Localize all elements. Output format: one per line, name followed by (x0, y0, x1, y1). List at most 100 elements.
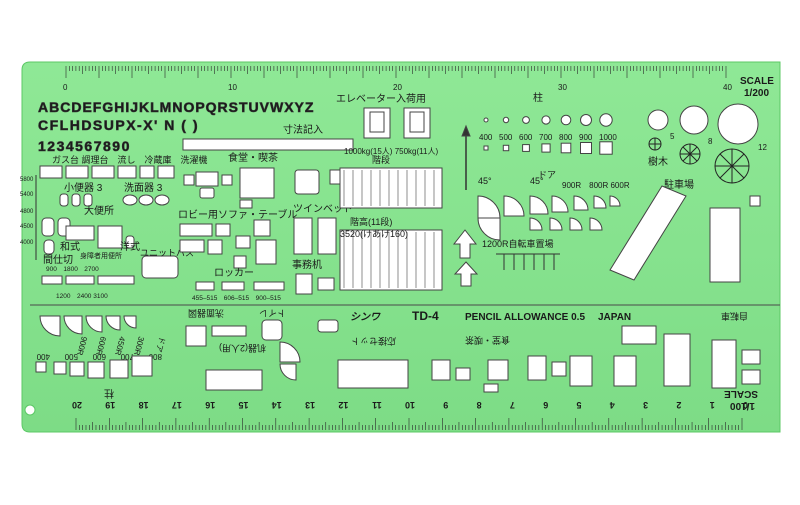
mirror-reception: 応接セット (351, 336, 396, 347)
bottom-scale-number: 17 (172, 400, 182, 410)
alphabet-stencil: ABCDEFGHIJKLMNOPQRSTUVWXYZ (38, 99, 314, 115)
sanitary-stencils (41, 193, 179, 279)
top-scale-label: SCALE (740, 76, 774, 87)
kitchen-stencils (39, 165, 175, 179)
dimension-label: 寸法記入 (283, 123, 323, 136)
pillar-size: 900 (579, 133, 593, 142)
bottom-scale-number: 12 (338, 400, 348, 410)
pillar-size: 600 (519, 133, 533, 142)
lobby-stencils (179, 217, 337, 269)
bottom-scale-number: 0 (743, 400, 748, 410)
brand-logo: シンワ (350, 312, 381, 323)
stair-height: 階高(11段) (350, 216, 392, 227)
top-scale-number: 0 (63, 83, 68, 92)
bottom-scale-number: 5 (576, 400, 581, 410)
hang-hole (24, 404, 36, 416)
door-label: ドア (538, 170, 556, 180)
bottom-scale-label: SCALE (724, 388, 758, 399)
locker-label: ロッカー (214, 267, 254, 279)
bottom-scale-ticks (75, 418, 743, 430)
tree-label: 樹木 (648, 155, 668, 168)
svg-text:5800: 5800 (20, 177, 34, 183)
dining-bottom-label: 食堂・喫茶 (465, 335, 510, 346)
pillar-size: 1000 (599, 133, 617, 142)
locker-dims: 455–515 606–515 900–515 (192, 295, 281, 302)
pillar-size: 500 (499, 133, 513, 142)
pillar-circle (580, 114, 592, 126)
bottom-stencils (35, 315, 761, 393)
western-label: 洋式 (120, 240, 140, 253)
digit-stencil: 1234567890 (38, 138, 131, 154)
bottom-pillar-size: 400 (36, 352, 50, 361)
pillar-size: 800 (559, 133, 573, 142)
bottom-pillar-size: 500 (64, 352, 78, 361)
parking-stencils (609, 185, 761, 283)
urinal-label: 小便器 3 (64, 181, 103, 194)
bicycle-label: 1200R自転車置場 (482, 238, 554, 249)
pillar-size: 700 (539, 133, 553, 142)
top-scale-number: 10 (228, 83, 237, 92)
washbasin-label: 洗面器 3 (124, 182, 163, 194)
partition-dims: 900 1800 2700 (46, 266, 99, 273)
top-scale-number: 40 (723, 83, 732, 92)
stairs-label: 階段 (372, 154, 390, 165)
top-scale-number: 30 (558, 83, 567, 92)
locker-stencils (195, 273, 335, 295)
bottom-scale-number: 18 (139, 400, 149, 410)
pillar-stencils (483, 113, 613, 155)
dining-label: 食堂・喫茶 (228, 151, 278, 164)
unitbath-label: ユニットバス (140, 248, 194, 258)
bottom-scale-number: 20 (72, 400, 82, 410)
partition-label: 間仕切 (43, 253, 73, 266)
toilet-label: 大便所 (84, 204, 114, 217)
sofa-label: ロビー用ソファ・テーブル (178, 208, 297, 221)
mirror-sanitary: 洗面器図 (188, 308, 224, 319)
top-scale-number: 20 (393, 83, 402, 92)
pillar-square (580, 142, 592, 154)
elevator-stencils (363, 107, 431, 139)
tree-size-12: 12 (758, 143, 767, 152)
bottom-scale-number: 19 (105, 400, 115, 410)
country-label: JAPAN (598, 312, 631, 323)
bottom-scale-number: 16 (205, 400, 215, 410)
mirror-office: 机器(2人用) (219, 343, 266, 354)
bottom-scale-number: 3 (643, 400, 648, 410)
pillar-label: 柱 (533, 91, 543, 104)
model-label: TD-4 (412, 309, 439, 323)
bicycle-stencil (496, 253, 560, 270)
bottom-scale-number: 8 (477, 400, 482, 410)
svg-text:4800: 4800 (20, 209, 34, 215)
tree-size-5: 5 (670, 132, 675, 141)
parking-label: 駐車場 (664, 178, 694, 191)
bottom-scale-number: 11 (372, 400, 382, 410)
bottom-scale-ratio: 1/100 (730, 400, 755, 411)
pillar-square (560, 142, 572, 154)
pillar-square (483, 145, 489, 151)
bottom-scale-number: 14 (272, 400, 282, 410)
svg-text:4000: 4000 (20, 240, 34, 246)
bottom-pillar-size: 700 (120, 352, 134, 361)
pillar-square (599, 141, 613, 155)
allowance-label: PENCIL ALLOWANCE 0.5 (465, 312, 585, 323)
elevator-caps: 1000kg(15人) 750kg(11人) (344, 147, 438, 156)
bottom-pillar-size: 800 (148, 352, 162, 361)
door-stencils (477, 195, 621, 241)
office-label: 事務机 (292, 258, 322, 271)
tree-circles (647, 103, 759, 145)
bottom-scale-number: 1 (710, 400, 715, 410)
svg-text:4500: 4500 (20, 224, 34, 230)
top-scale-ticks (65, 66, 727, 78)
accessible-label: 身障者用便所 (80, 251, 122, 260)
pillar-circle (502, 116, 510, 124)
pillar-circle (599, 113, 613, 127)
symbol-stencil: CFLHDSUPX-X' N ( ) (38, 117, 199, 133)
washitsu-label: 和式 (60, 240, 80, 253)
top-scale-ratio: 1/200 (744, 88, 769, 99)
vehicle-label: 自転車 (721, 311, 748, 322)
twin-label: ツインベッド (293, 203, 353, 215)
